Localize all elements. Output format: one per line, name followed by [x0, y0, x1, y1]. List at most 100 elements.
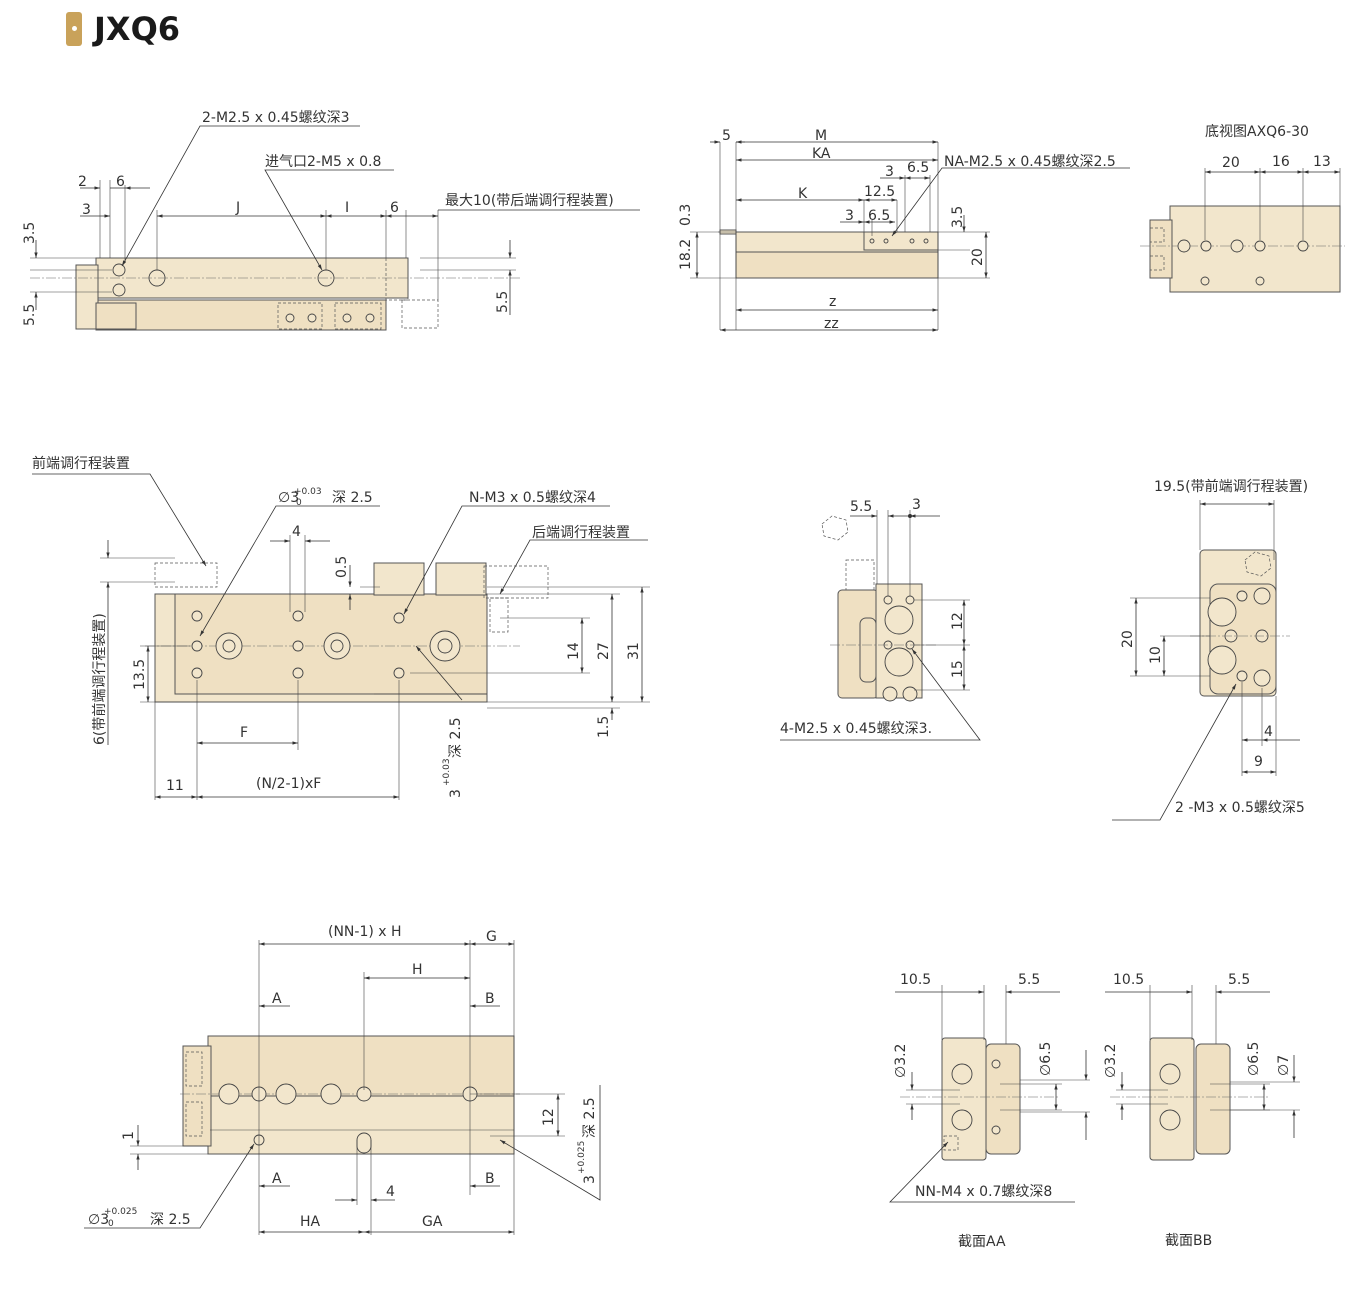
front-adjuster-label: 前端调行程装置 [32, 455, 130, 472]
hole-mark [1254, 240, 1266, 252]
hole-mark [951, 1109, 973, 1131]
hole-mark [292, 667, 304, 679]
top-view-rear-stopper [385, 257, 409, 301]
top-view-rear-bolt [401, 299, 439, 329]
dimension-label: 11 [166, 778, 184, 794]
top-view-small-hole-2 [307, 313, 317, 323]
dimension-label: 3 [885, 164, 894, 180]
top-view-thread-hole-2 [112, 283, 126, 297]
dimension-label: I [345, 200, 349, 216]
drawing-shape [185, 1101, 203, 1137]
drawing-shape [1149, 227, 1165, 243]
dimension-line [121, 125, 360, 267]
dimension-label: 深 2.5 [582, 1097, 598, 1138]
dimension-line [403, 505, 610, 615]
dimension-label: 6(带前端调行程装置) [91, 613, 108, 745]
hole-mark [320, 1083, 342, 1105]
dimension-label: 10.5 [1113, 972, 1144, 988]
drawing-shape [154, 562, 218, 588]
hole-mark [991, 1059, 1001, 1069]
hole-mark [908, 514, 912, 518]
dimension-label: +0.025 [104, 1207, 137, 1217]
dimension-label: 5.5 [1228, 972, 1250, 988]
drawing-shape [185, 1051, 203, 1087]
hole-mark [991, 1125, 1001, 1135]
hole-mark [1177, 239, 1191, 253]
dimension-line [199, 505, 380, 637]
plan-view: 前端调行程装置 ∅3 +0.03 0 深 2.5 N-M3 x 0.5螺纹深4 … [32, 455, 650, 800]
bottom-view-body [1169, 205, 1341, 293]
dimension-label: 20 [1120, 630, 1136, 648]
dimension-label: 3 [912, 497, 921, 513]
dimension-label: +0.03 [442, 758, 452, 786]
dimension-label: 12 [541, 1108, 557, 1126]
top-view-end-cap [75, 264, 99, 330]
rear-view-19-5-label: 19.5(带前端调行程装置) [1154, 478, 1308, 495]
drawing-shape [735, 251, 939, 279]
hole-mark [1200, 240, 1212, 252]
drawing-shape [1195, 1043, 1231, 1155]
hole-mark [1230, 239, 1244, 253]
dimension-label: M [815, 128, 827, 144]
hole-mark [1200, 276, 1210, 286]
dimension-line [499, 539, 648, 595]
top-view-small-hole-1 [285, 313, 295, 323]
hole-mark [909, 238, 915, 244]
dimension-label: 10.5 [900, 972, 931, 988]
dimension-label: 6.5 [868, 208, 890, 224]
dimension-label: 12 [950, 612, 966, 630]
dimension-line [264, 169, 394, 271]
n-thread-label: N-M3 x 0.5螺纹深4 [469, 490, 596, 506]
hole-tol-label: ∅3 [278, 490, 299, 506]
drawing-shape [373, 562, 425, 596]
drawing-shape [1149, 219, 1173, 279]
dimension-label: 0 [296, 498, 302, 508]
dimension-label: 31 [626, 642, 642, 660]
dimension-label: 3.5 [950, 206, 966, 228]
top-view-slider-block-1 [277, 302, 323, 330]
section-bb: 10.5 5.5 ∅3.2 ∅6.5 ∅7 截面BB [1103, 972, 1300, 1249]
hole-mark [218, 1083, 240, 1105]
dimension-line [891, 167, 1130, 237]
dimension-label: 27 [596, 642, 612, 660]
top-view-small-hole-3 [342, 313, 352, 323]
dimension-label: A [272, 991, 282, 1007]
dimension-label: 10 [1148, 646, 1164, 664]
hole-mark [1253, 587, 1271, 605]
drawing-shape [182, 1045, 212, 1147]
top-view-small-hole-4 [365, 313, 375, 323]
side-na-thread-label: NA-M2.5 x 0.45螺纹深2.5 [944, 154, 1116, 170]
dimension-label: ∅6.5 [1038, 1042, 1054, 1076]
hole-mark [292, 610, 304, 622]
dimension-label: ∅3.2 [893, 1044, 909, 1078]
drawing-shape [489, 597, 509, 633]
dimension-label: F [240, 725, 248, 741]
dimension-label: B [485, 991, 495, 1007]
dimension-label: G [486, 929, 497, 945]
dimension-label: 13 [1313, 154, 1331, 170]
dimension-label: 20 [1222, 155, 1240, 171]
dimension-label: 0 [108, 1219, 114, 1229]
drawing-shape [1149, 1037, 1195, 1161]
dimension-label: 4 [386, 1184, 395, 1200]
dimension-line [780, 648, 981, 741]
hole-mark [1159, 1109, 1181, 1131]
hole-mark [292, 640, 304, 652]
top-view: 2-M2.5 x 0.45螺纹深3 进气口2-M5 x 0.8 最大10(带后端… [22, 110, 640, 331]
bottom-view: 底视图AXQ6-30 20 16 13 [1140, 124, 1345, 293]
drawing-shape [821, 515, 849, 541]
hole-mark [191, 640, 203, 652]
hole-mark [275, 1083, 297, 1105]
rear-view-thread-label: 2 -M3 x 0.5螺纹深5 [1175, 800, 1305, 816]
dimension-label: K [798, 186, 808, 202]
hole-mark [222, 639, 236, 653]
drawing-shape [483, 565, 549, 599]
drawing-shape [943, 1135, 959, 1151]
dimension-label: B [485, 1171, 495, 1187]
top-view-thread-hole-1 [112, 263, 126, 277]
dimension-label: A [272, 1171, 282, 1187]
dimension-label: (NN-1) x H [328, 924, 402, 940]
dimension-label: 13.5 [132, 659, 148, 690]
dimension-label: KA [812, 146, 831, 162]
dimension-label: +0.03 [294, 487, 322, 497]
